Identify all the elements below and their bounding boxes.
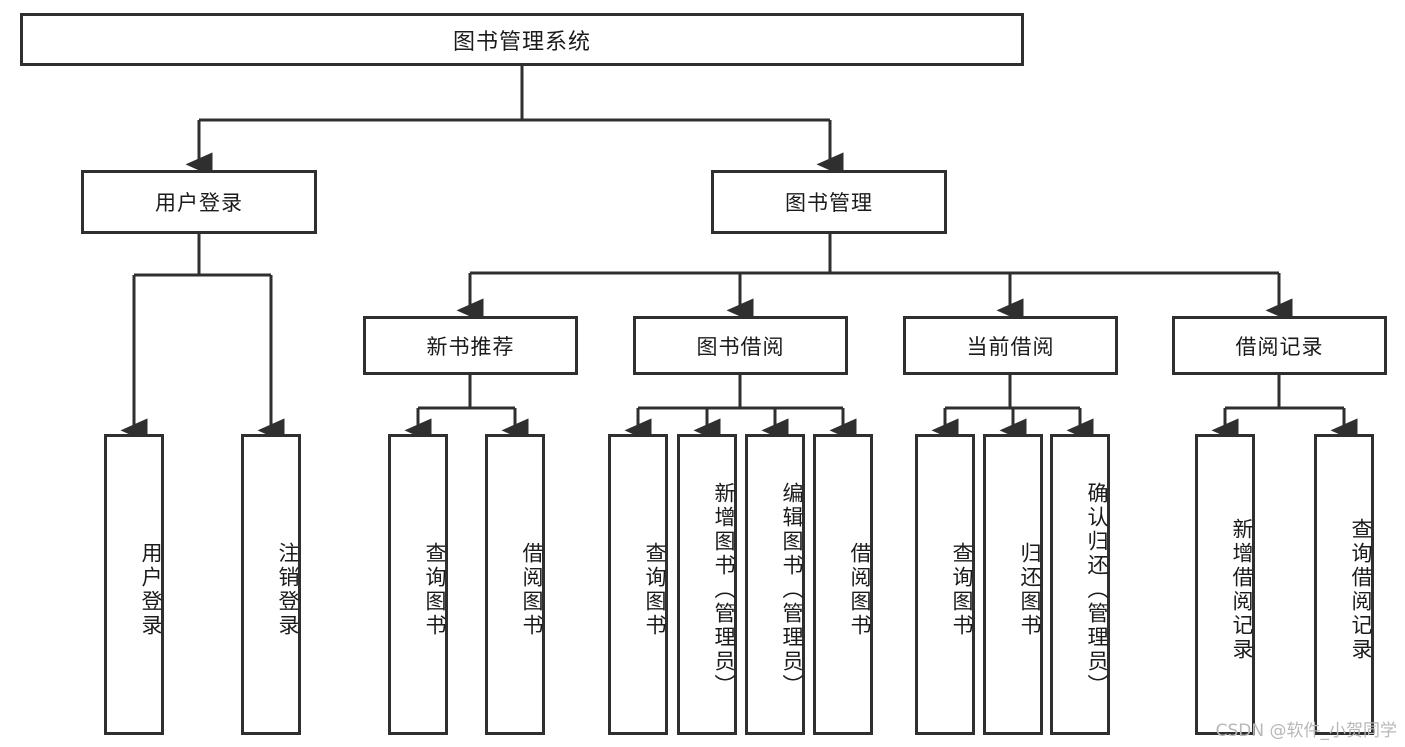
- node-borrow-record[interactable]: 借阅记录: [1172, 316, 1387, 375]
- node-book-management[interactable]: 图书管理: [711, 170, 947, 234]
- leaf-borrow-book[interactable]: 借阅图书: [813, 434, 873, 735]
- node-label: 查询图书: [643, 541, 666, 638]
- node-label: 用户登录: [155, 192, 243, 215]
- node-label: 编辑图书（管理员）: [780, 481, 803, 698]
- node-label: 查询图书: [950, 541, 973, 638]
- node-label: 借阅记录: [1235, 335, 1324, 359]
- node-label: 用户登录: [139, 541, 162, 638]
- node-label: 归还图书: [1018, 541, 1041, 638]
- leaf-add-borrow-record[interactable]: 新增借阅记录: [1195, 434, 1255, 735]
- csdn-watermark: CSDN @软件_小贺同学: [1215, 721, 1397, 741]
- node-label: 查询图书: [423, 541, 446, 638]
- leaf-query-book-recommend[interactable]: 查询图书: [388, 434, 448, 735]
- node-new-book-recommend[interactable]: 新书推荐: [363, 316, 578, 375]
- node-label: 当前借阅: [966, 335, 1055, 359]
- leaf-borrow-book-recommend[interactable]: 借阅图书: [485, 434, 545, 735]
- leaf-edit-book[interactable]: 编辑图书（管理员）: [745, 434, 805, 735]
- node-current-borrow[interactable]: 当前借阅: [903, 316, 1118, 375]
- leaf-query-book-borrow[interactable]: 查询图书: [608, 434, 668, 735]
- node-label: 借阅图书: [848, 541, 871, 638]
- node-label: 新增借阅记录: [1230, 517, 1253, 662]
- leaf-user-login[interactable]: 用户登录: [104, 434, 164, 735]
- node-label: 注销登录: [276, 541, 299, 638]
- leaf-query-book-current[interactable]: 查询图书: [915, 434, 975, 735]
- node-label: 图书借阅: [696, 335, 785, 359]
- node-label: 查询借阅记录: [1349, 517, 1372, 662]
- leaf-return-book[interactable]: 归还图书: [983, 434, 1043, 735]
- node-label: 新书推荐: [426, 335, 515, 359]
- node-label: 图书管理: [785, 192, 873, 215]
- node-label: 图书管理系统: [452, 28, 591, 54]
- node-label: 新增图书（管理员）: [712, 481, 735, 698]
- node-label: 确认归还（管理员）: [1085, 481, 1108, 698]
- leaf-query-borrow-record[interactable]: 查询借阅记录: [1314, 434, 1374, 735]
- leaf-confirm-return[interactable]: 确认归还（管理员）: [1050, 434, 1110, 735]
- node-book-borrow[interactable]: 图书借阅: [633, 316, 848, 375]
- node-label: 借阅图书: [520, 541, 543, 638]
- node-user-login[interactable]: 用户登录: [81, 170, 317, 234]
- node-root-system[interactable]: 图书管理系统: [20, 13, 1024, 66]
- leaf-add-book[interactable]: 新增图书（管理员）: [677, 434, 737, 735]
- leaf-logout-login[interactable]: 注销登录: [241, 434, 301, 735]
